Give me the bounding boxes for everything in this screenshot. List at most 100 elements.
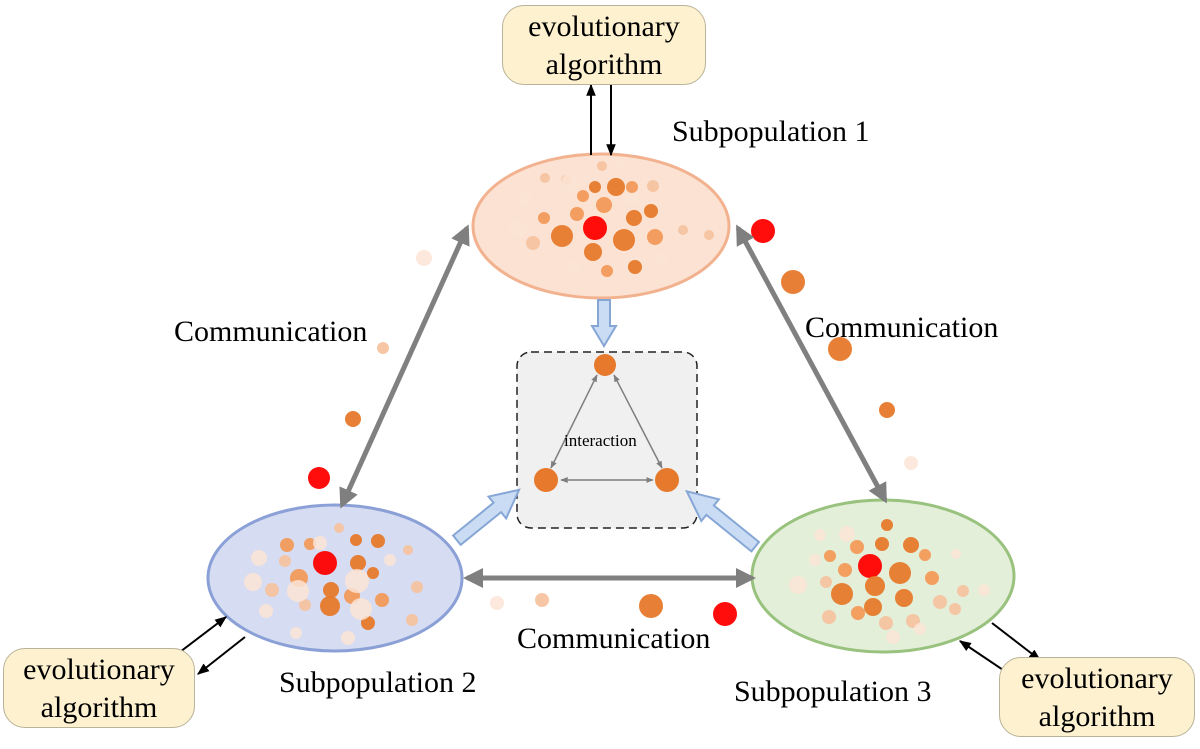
individual-dot [490,596,504,610]
interaction-node-top [594,354,616,376]
individual-dot [304,538,316,550]
individual-dot [569,260,581,272]
ea-box-2-line2: algorithm [40,691,158,724]
individual-dot [647,180,659,192]
individual-dot [540,173,550,183]
individual-dot [350,598,372,620]
individual-dot [628,260,642,274]
individual-dot [279,555,291,567]
ea-box-2-line1: evolutionary [23,653,175,686]
individual-dot [678,225,688,235]
individual-dot [865,576,885,596]
interaction-edge-top-right [613,374,663,469]
evolutionary-algorithm-box-1: evolutionary algorithm [502,5,706,85]
individual-dot [535,593,549,607]
individual-dot [951,549,961,559]
individual-dot [822,610,836,624]
individual-dot [345,411,361,427]
blue-arrow-sp3-to-interaction [684,489,761,553]
ea-box-3-line1: evolutionary [1021,662,1173,695]
individual-dot [584,243,602,261]
individual-dot [517,191,531,205]
individual-dot [384,554,396,566]
interaction-label: interaction [564,431,637,450]
individual-dot [838,563,852,577]
individual-dot [367,567,379,579]
evolutionary-algorithm-box-3: evolutionary algorithm [999,657,1195,737]
individual-dot [551,225,573,247]
individual-dot [251,550,267,566]
individual-dot [561,174,579,192]
individual-dot [287,580,309,602]
individual-dot [577,190,589,202]
individual-dot [886,630,900,644]
individual-dot [949,603,961,615]
best-individual-dot [751,219,775,243]
individual-dot [607,178,625,196]
best-individual-dot [313,551,337,575]
communication-label-left: Communication [174,315,368,348]
individual-dot [597,161,607,171]
individual-dot [895,589,913,607]
individual-dot [259,604,273,618]
ea-box-3-line2: algorithm [1038,700,1156,733]
individual-dot [903,537,919,553]
individual-dot [914,623,926,635]
communication-arrow-1-2 [339,224,470,509]
individual-dot [851,606,865,620]
individual-dot [265,583,279,597]
individual-dot [509,219,527,237]
subpopulation-2-label: Subpopulation 2 [279,666,477,699]
individual-dot [570,207,584,221]
ea3-arrow-a [991,622,1041,661]
individual-dot [656,252,668,264]
individual-dot [889,562,911,584]
communication-arrow-1-3 [735,224,888,504]
individual-dot [925,571,939,585]
individual-dot [589,181,601,193]
ea-box-1-line1: evolutionary [528,10,680,43]
ea-box-1-line2: algorithm [545,48,663,81]
individual-dot [626,210,642,226]
individual-dot [626,181,638,193]
individual-dot [377,342,389,354]
individual-dot [781,270,805,294]
individual-dot [647,229,663,245]
individual-dot [933,595,947,609]
best-individual-dot [308,467,330,489]
individual-dot [596,197,612,213]
individual-dot [411,581,423,593]
individual-dot [839,526,855,542]
individual-dot [290,627,302,639]
individual-dot [320,596,340,616]
best-individual-dot [583,216,607,240]
individual-dot [334,523,344,533]
individual-dot [403,545,413,555]
individual-dot [957,585,969,597]
individual-dot [639,594,663,618]
interaction-edge-top-left [550,374,598,469]
individual-dot [350,555,366,571]
individual-dot [904,456,918,470]
individual-dot [704,230,714,240]
individual-dot [361,616,375,630]
individual-dot [814,529,826,541]
individual-dot [919,549,931,561]
individual-dot [371,534,385,548]
ea2-arrow-a [175,616,227,656]
individual-dot [299,599,311,611]
individual-dot [313,536,327,550]
blue-arrow-sp1-to-interaction [590,299,618,348]
subpopulation-3-label: Subpopulation 3 [734,675,932,708]
interaction-node-left [534,468,558,492]
individual-dot [644,204,658,218]
individual-dot [624,190,640,206]
individual-dot [789,576,807,594]
ea2-arrow-b [197,636,246,675]
individual-dot [978,584,990,596]
individual-dot [824,550,836,562]
individual-dot [617,161,627,171]
evolutionary-algorithm-box-2: evolutionary algorithm [3,648,195,728]
